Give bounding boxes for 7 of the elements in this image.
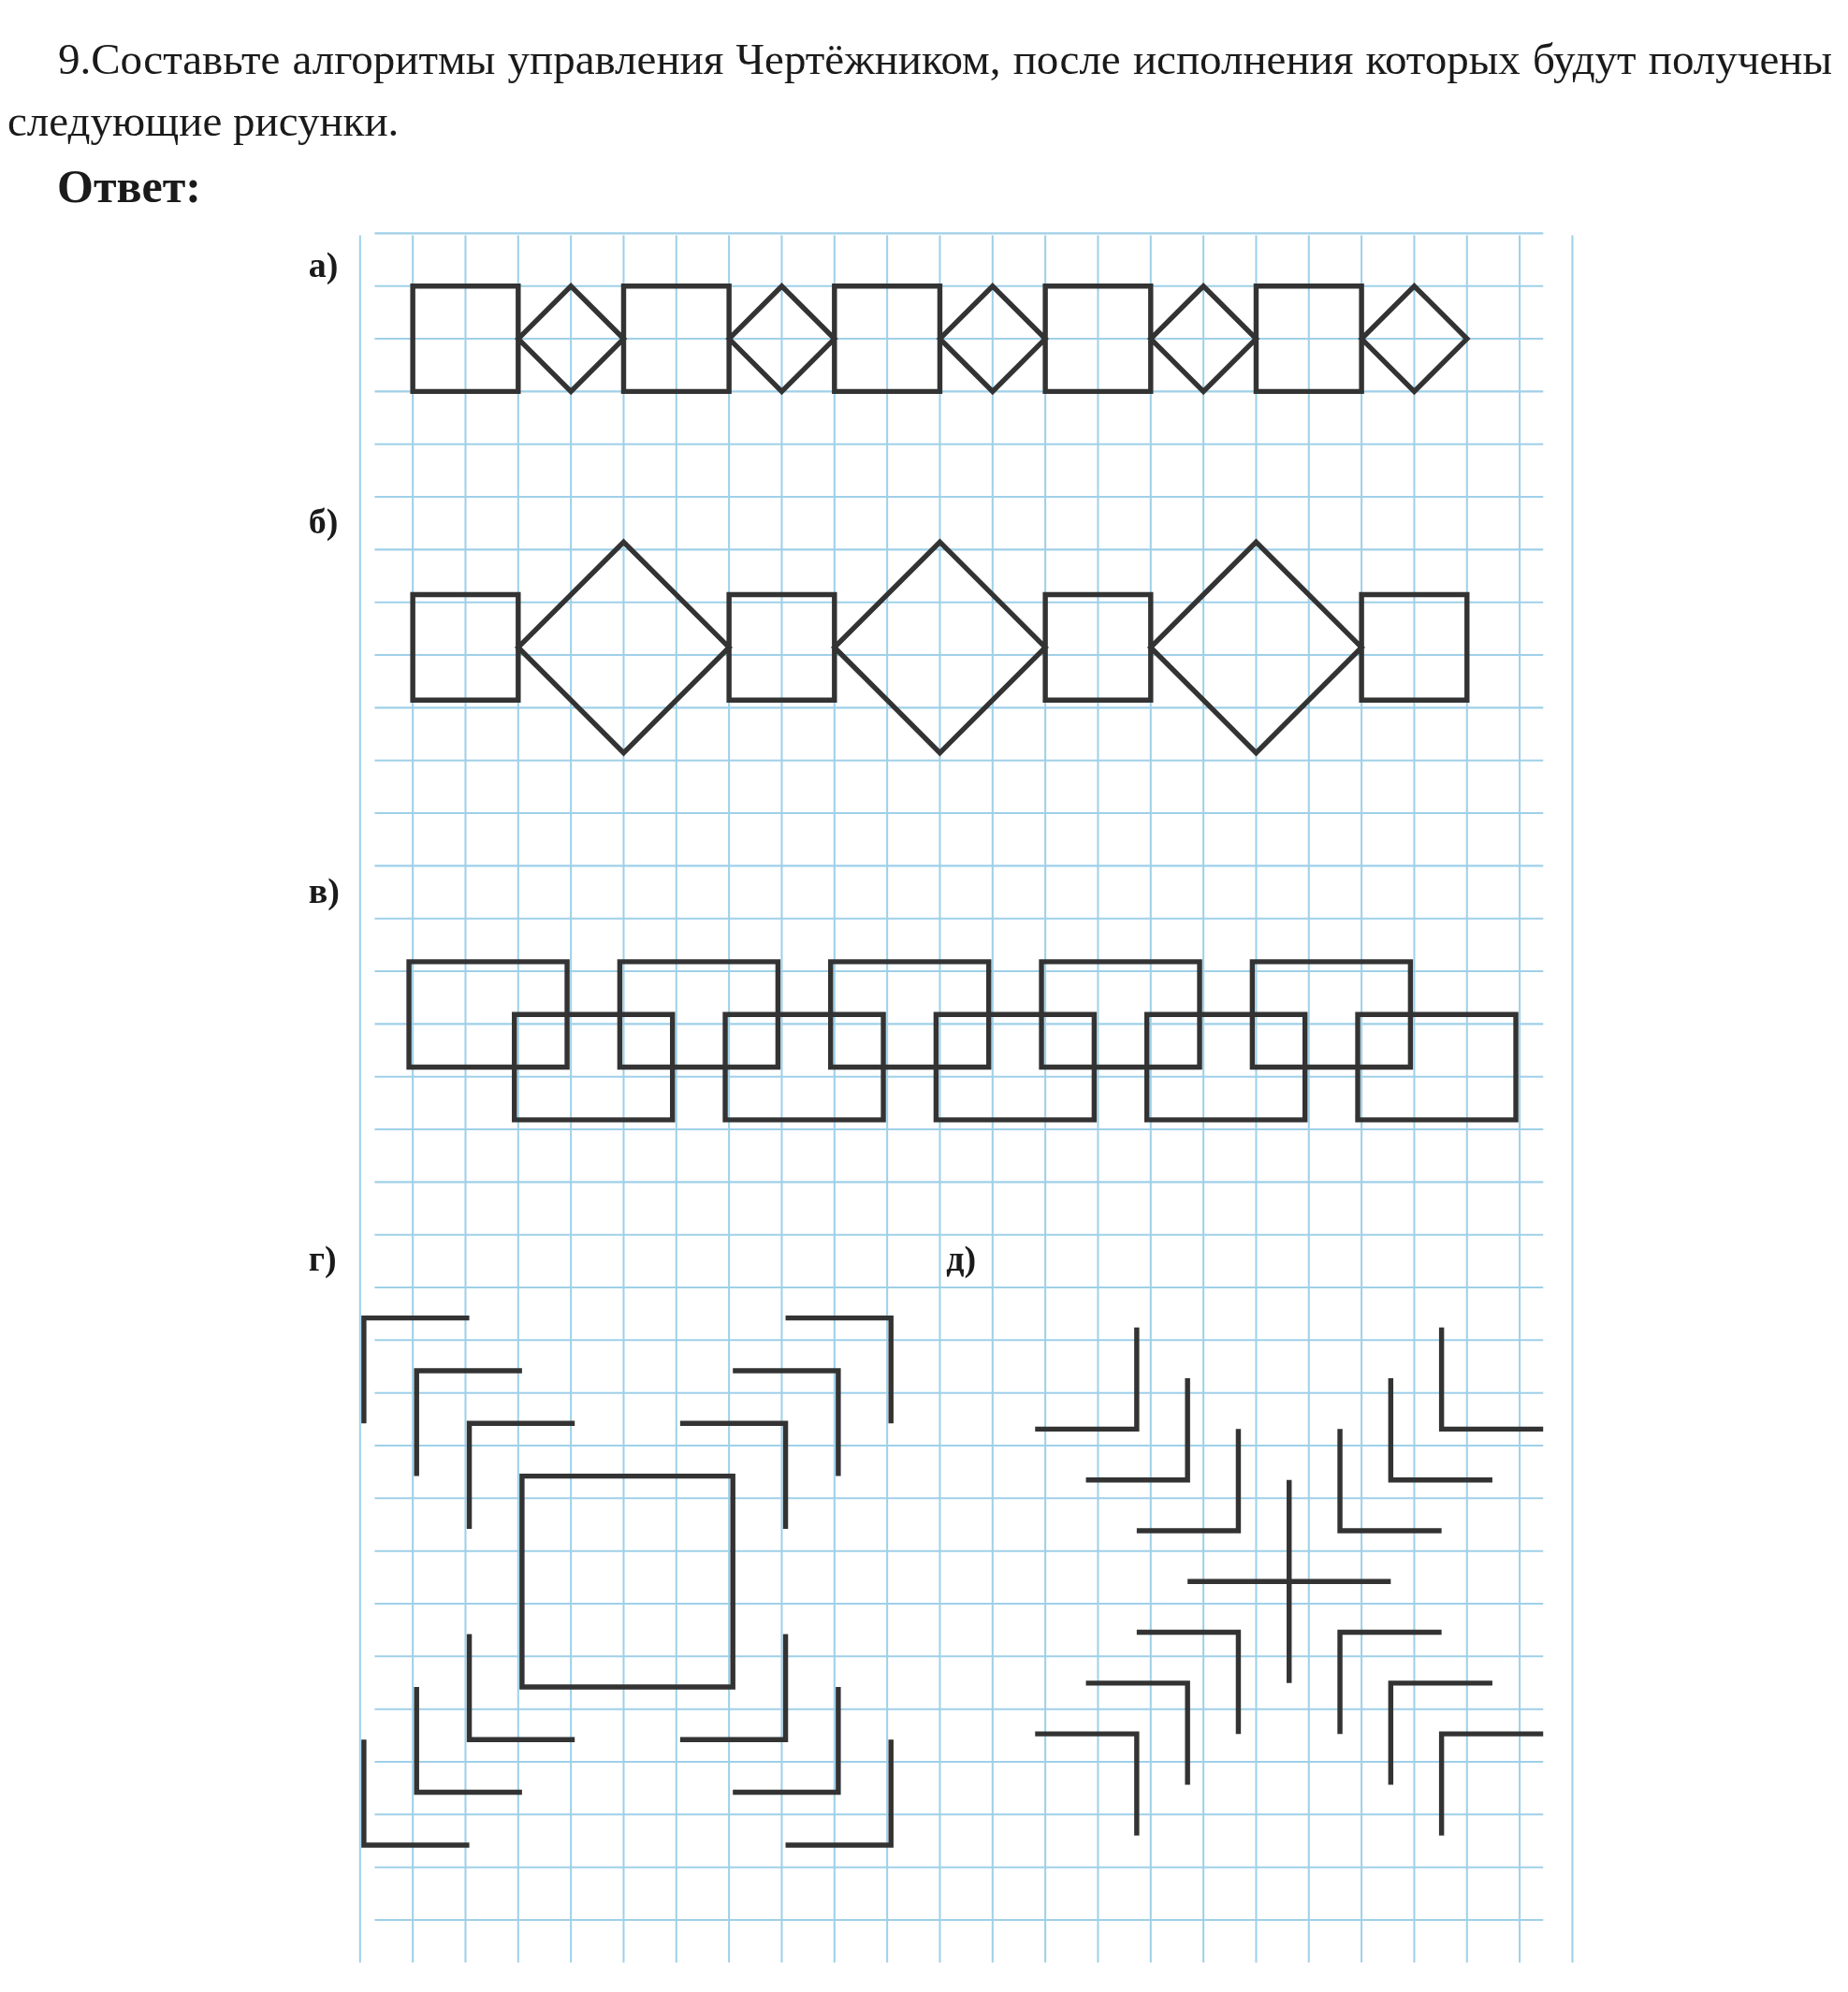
task-text: 9.Составьте алгоритмы управления Чертёжником, после исполнения которых будут получены следующие рисунки. xyxy=(7,34,1832,147)
figure-label: б) xyxy=(308,500,339,542)
figure-label: д) xyxy=(946,1238,977,1280)
answer-heading: Ответ: xyxy=(57,158,201,213)
figure-label: а) xyxy=(308,243,339,285)
figure-label: в) xyxy=(308,869,341,911)
figure-label: г) xyxy=(308,1238,337,1280)
